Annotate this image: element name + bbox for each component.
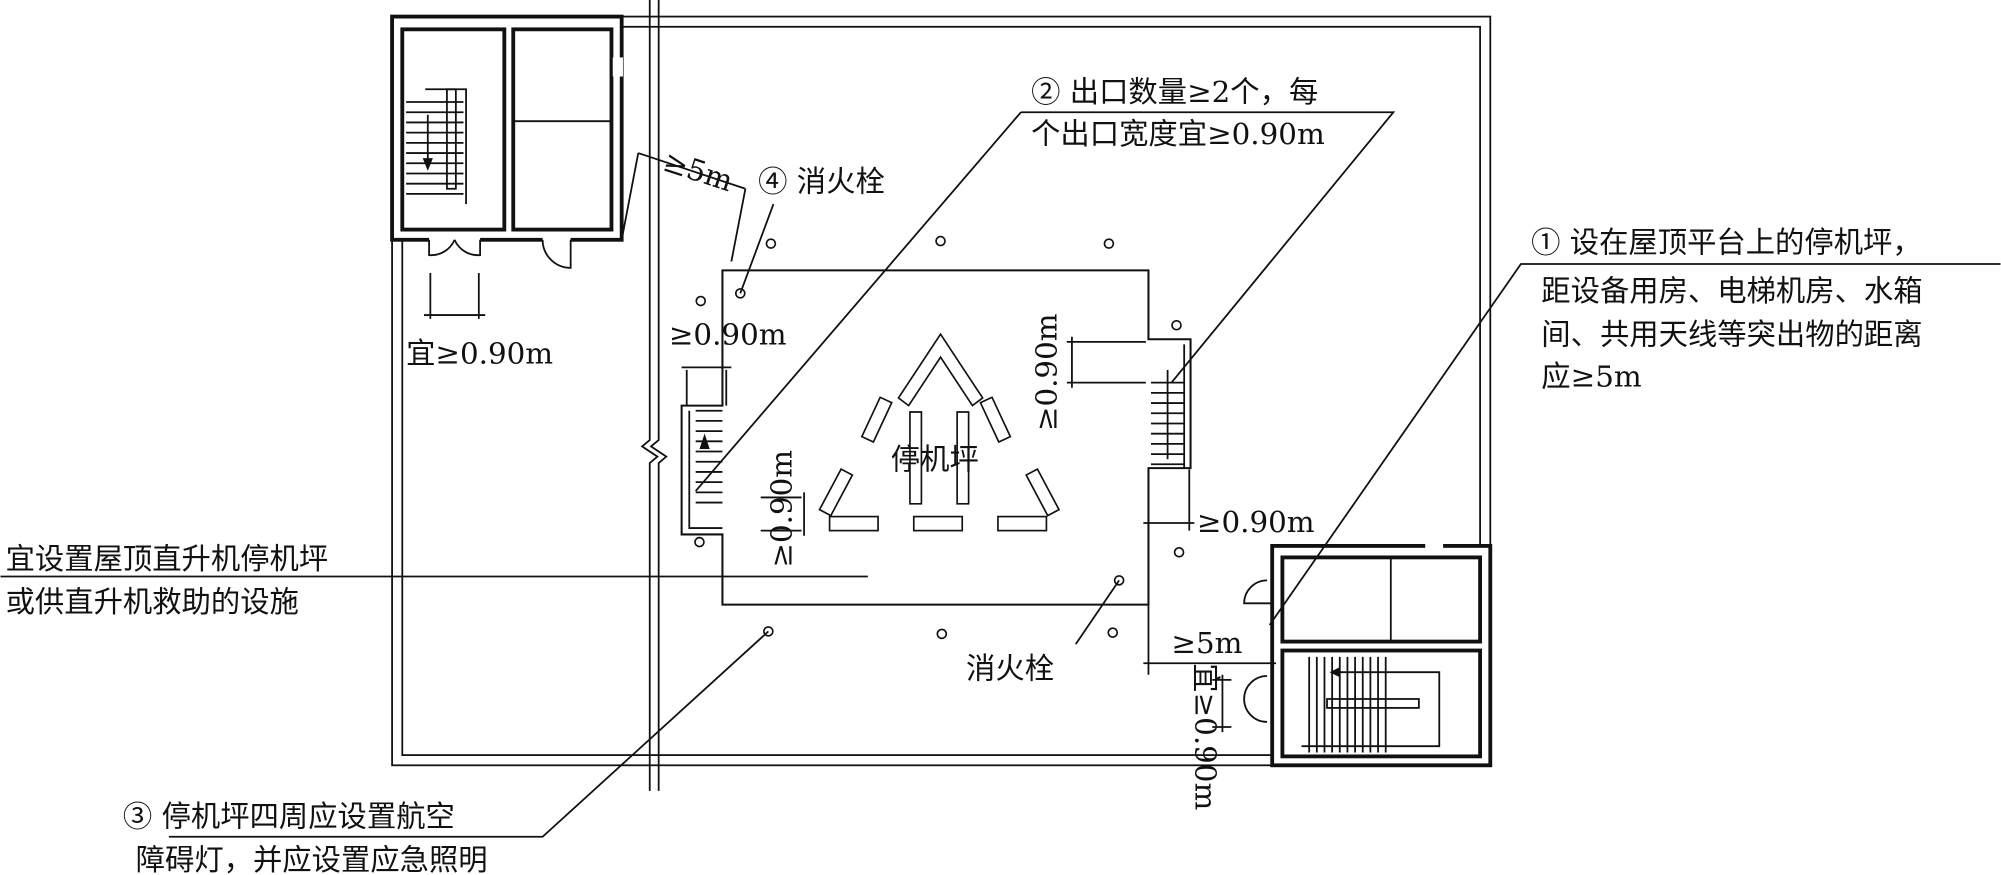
helipad-markings	[818, 332, 1061, 532]
note1-line1: ① 设在屋顶平台上的停机坪，	[1531, 226, 1922, 260]
hydrant-label: 消火栓	[966, 652, 1054, 686]
stair-treads	[1301, 656, 1441, 753]
dim-bottom-5m: ≥5m	[1171, 626, 1242, 660]
stair-building-bottom-right	[1243, 542, 1493, 768]
roof-boundary	[391, 15, 1492, 767]
helipad-label: 停机坪	[891, 442, 979, 476]
light-icon	[695, 295, 707, 307]
note-exits: ② 出口数量≥2个，每 个出口宽度宜≥0.90m	[694, 75, 1396, 492]
dim-door-width-left: 宜≥0.90m	[406, 337, 553, 371]
dim-door-width-right: 宜≥0.90m	[1189, 663, 1223, 810]
note3-line1: ③ 停机坪四周应设置航空	[123, 800, 455, 834]
left-exit-stair	[688, 409, 723, 529]
dim-top-5m: ≥5m	[659, 144, 737, 198]
light-icon	[694, 536, 705, 548]
note1-line2: 距设备用房、电梯机房、水箱	[1541, 274, 1922, 308]
dim-left-vertical: ≥0.90m	[764, 450, 798, 568]
side-note: 宜设置屋顶直升机停机坪 或供直升机救助的设施	[0, 542, 868, 619]
note2-line2: 个出口宽度宜≥0.90m	[1031, 117, 1325, 151]
hydrant-icon	[735, 288, 746, 299]
light-icon	[935, 235, 946, 247]
dimensions: ≥5m 宜≥0.90m ≥0.90m ≥0.90m ≥0.90m ≥0.90m …	[406, 144, 1315, 811]
light-icon	[1107, 627, 1119, 638]
note2-line1: ② 出口数量≥2个，每	[1031, 75, 1318, 109]
note1-line3: 间、共用天线等突出物的距离	[1541, 317, 1922, 351]
light-icon	[936, 628, 948, 640]
note3-line2: 障碍灯，并应设置应急照明	[136, 843, 488, 875]
dim-left-exit: ≥0.90m	[669, 317, 787, 351]
right-exit-stair	[1151, 344, 1186, 469]
note-hydrant: ④ 消火栓	[739, 164, 885, 294]
note4-text: ④ 消火栓	[758, 164, 885, 198]
helipad-platform: 停机坪	[680, 269, 1192, 675]
stair-treads	[406, 88, 467, 205]
note1-line4: 应≥5m	[1541, 359, 1642, 393]
light-icon	[1103, 238, 1115, 249]
door-icon	[428, 234, 572, 269]
note-clearance: ① 设在屋顶平台上的停机坪， 距设备用房、电梯机房、水箱 间、共用天线等突出物的…	[1268, 226, 2001, 626]
light-icon	[1173, 547, 1185, 558]
light-icon	[1171, 319, 1182, 331]
hydrant-callout: 消火栓	[966, 579, 1120, 686]
side-note-line1: 宜设置屋顶直升机停机坪	[6, 542, 329, 576]
dim-right-vertical: ≥0.90m	[1030, 313, 1064, 431]
note-lights: ③ 停机坪四周应设置航空 障碍灯，并应设置应急照明	[123, 630, 769, 875]
side-note-line2: 或供直升机救助的设施	[6, 585, 299, 619]
light-icon	[765, 238, 777, 249]
stair-building-top-left	[390, 14, 624, 269]
break-line	[640, 0, 668, 791]
dim-right-exit: ≥0.90m	[1197, 505, 1315, 539]
obstruction-lights	[694, 235, 1185, 640]
